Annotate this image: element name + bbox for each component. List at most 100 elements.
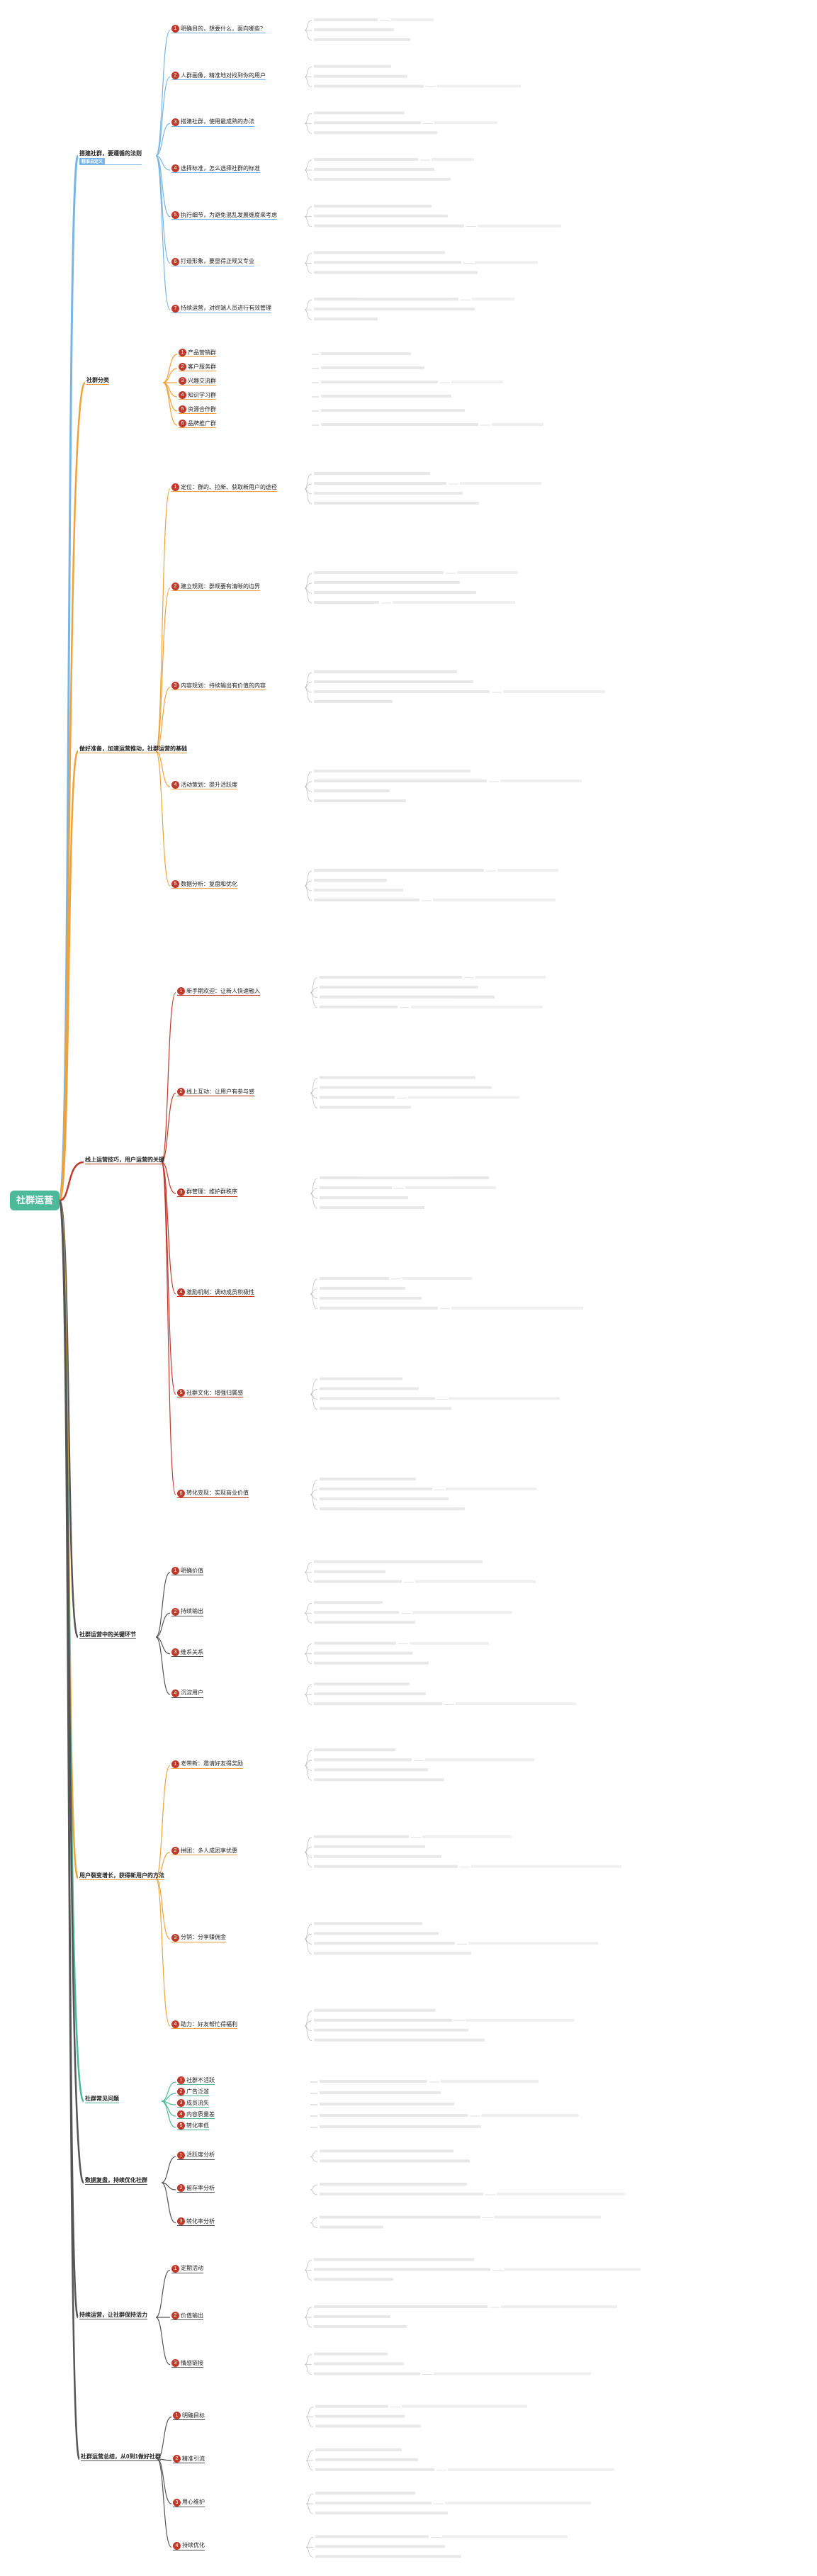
leaf-text-row [315, 2502, 432, 2505]
leaf-text-row [320, 1407, 451, 1410]
branch-topic-b5[interactable]: 社群运营中的关键环节 [79, 1631, 136, 1639]
branch-topic-b4[interactable]: 线上运营技巧，用户运营的关键 [85, 1156, 164, 1164]
number-badge: 6 [171, 257, 179, 266]
leaf-connector [304, 771, 312, 787]
number-badge: 4 [171, 1689, 179, 1697]
child-connector [162, 354, 178, 383]
leaf-text-row [314, 168, 434, 171]
branch-topic-b6[interactable]: 用户裂变增长，获得新用户的方法 [79, 1872, 164, 1880]
number-badge: 4 [177, 2110, 185, 2119]
leaf-connector [304, 1694, 312, 1705]
leaf-text-row [315, 2512, 448, 2515]
leaf-connector [304, 786, 312, 802]
leaf-text-row [314, 2325, 407, 2328]
number-badge: 2 [171, 583, 179, 591]
branch-topic-b2[interactable]: 社群分类 [86, 376, 109, 385]
child-label: 维系关系 [181, 1648, 203, 1655]
leaf-connector [304, 2269, 312, 2280]
leaf-connector [304, 1612, 312, 1624]
leaf-connector [310, 2222, 318, 2229]
branch-topic-b3[interactable]: 做好准备，加速运营推动，社群运营的基础 [79, 745, 187, 753]
number-badge: 6 [177, 1489, 185, 1497]
child-label: 定期活动 [181, 2265, 203, 2272]
child-connector [155, 1636, 171, 1695]
leaf-connector [304, 1847, 312, 1853]
leaf-text-row [320, 1397, 435, 1400]
child-connector [162, 382, 178, 426]
leaf-text-row [314, 1601, 383, 1604]
branch-topic-b1[interactable]: 搭建社群，要遵循的法则精准自定义 [79, 150, 142, 165]
child-label: 激励机制：调动成员积极性 [186, 1288, 254, 1295]
branch-topic-b9[interactable]: 持续运营，让社群保持活力 [79, 2311, 147, 2319]
branch-topic-b7[interactable]: 社群常见问题 [85, 2095, 119, 2103]
child-connector [155, 30, 171, 157]
leaf-text-row [315, 2555, 461, 2558]
leaf-text-row [320, 995, 495, 999]
leaf-connector [304, 1938, 312, 1955]
branch-topic-b10[interactable]: 社群运营总结，从0到1做好社群 [81, 2453, 161, 2461]
branch-topic-b8[interactable]: 数据复盘，持续优化社群 [85, 2176, 147, 2185]
child-label: 转化率分析 [186, 2217, 215, 2225]
number-badge: 3 [173, 2498, 181, 2507]
child-connector [161, 1162, 176, 1194]
leaf-text-row [434, 2372, 591, 2375]
leaf-text-row [497, 2193, 624, 2195]
leaf-text-row [314, 1855, 441, 1858]
leaf-text-row [314, 869, 484, 872]
number-badge: 3 [171, 2359, 179, 2368]
branch-connector [58, 381, 86, 1202]
central-topic[interactable]: 社群运营 [10, 1191, 60, 1210]
leaf-text-row [314, 2018, 452, 2022]
leaf-text-row [314, 591, 476, 594]
leaf-text-row [314, 2038, 485, 2042]
leaf-text-row [314, 2372, 420, 2375]
